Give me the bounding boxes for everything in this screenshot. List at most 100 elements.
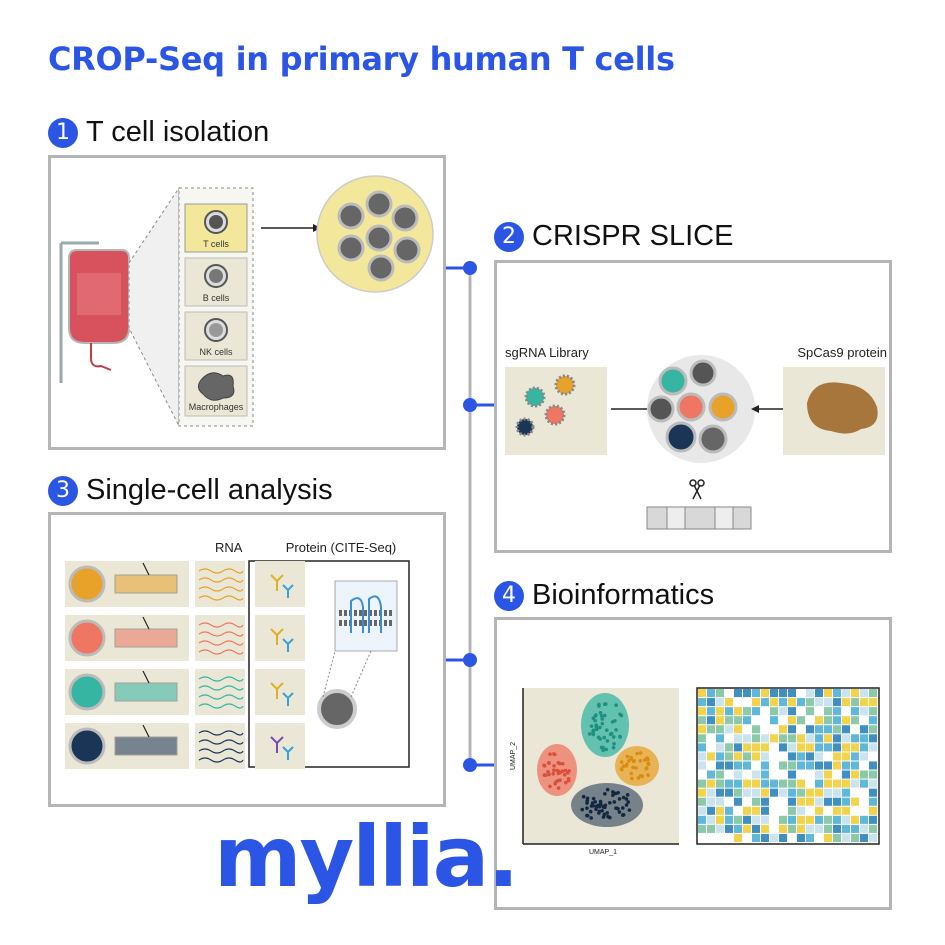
heatmap-cell (824, 815, 832, 824)
heatmap-cell (806, 725, 814, 734)
step-badge-1: 1 (48, 117, 78, 148)
heatmap-cell (752, 806, 760, 815)
heatmap-cell (869, 770, 877, 779)
heatmap-cell (797, 770, 805, 779)
umap-point (600, 721, 605, 726)
heatmap-cell (788, 716, 796, 725)
section-label-4: Bioinformatics (532, 579, 715, 611)
heatmap-cell (698, 806, 706, 815)
heatmap-cell (752, 725, 760, 734)
rna-wave (198, 730, 244, 736)
scissors-icon (142, 562, 150, 576)
umap-point (634, 766, 638, 770)
heatmap-cell (743, 698, 751, 707)
umap-point (621, 795, 626, 800)
heatmap-cell (743, 734, 751, 743)
heatmap-cell (707, 797, 715, 806)
umap-point (624, 797, 629, 801)
heatmap-cell (743, 725, 751, 734)
umap-point (546, 769, 550, 774)
heatmap-cell (707, 770, 715, 779)
timeline-dot-1 (463, 261, 477, 275)
heatmap-cell (824, 752, 832, 761)
umap-point (598, 711, 603, 715)
heatmap-cell (797, 833, 805, 842)
heatmap-cell (752, 779, 760, 788)
cell-icon (68, 565, 106, 603)
heatmap-cell (716, 824, 724, 833)
heatmap-cell (797, 788, 805, 797)
umap-point (608, 732, 613, 737)
umap-point (547, 772, 551, 777)
umap-point (602, 713, 607, 718)
heatmap-cell (734, 797, 742, 806)
heatmap-cell (761, 689, 769, 698)
heatmap-cell (770, 761, 778, 770)
antibody-icon (282, 746, 294, 760)
heatmap-cell (869, 797, 877, 806)
umap-point (611, 745, 616, 750)
heatmap-cell (824, 698, 832, 707)
antibody-icon (270, 628, 284, 645)
umap-point (631, 765, 635, 770)
umap-point (611, 790, 615, 794)
heatmap-cell (716, 770, 724, 779)
heatmap-cell (779, 743, 787, 752)
heatmap-cell (698, 734, 706, 743)
heatmap-cell (842, 815, 850, 824)
heatmap-cell (869, 734, 877, 743)
umap-point (602, 812, 607, 817)
heatmap-cell (788, 698, 796, 707)
heatmap-cell (788, 833, 796, 842)
heatmap-cell (860, 743, 868, 752)
heatmap-cell (824, 779, 832, 788)
umap-point (646, 761, 650, 766)
heatmap-cell (842, 779, 850, 788)
heatmap-cell (779, 761, 787, 770)
heatmap-cell (779, 815, 787, 824)
heatmap-cell (851, 725, 859, 734)
antibody-icon (270, 574, 284, 591)
umap-point (602, 735, 607, 740)
heatmap-cell (707, 788, 715, 797)
panel-isolation: T cells B cells NK cells Macrophages (48, 155, 446, 450)
heatmap-cell (743, 716, 751, 725)
heatmap-cell (824, 806, 832, 815)
heatmap-cell (725, 797, 733, 806)
heatmap-cell (761, 707, 769, 716)
heatmap-cell (806, 797, 814, 806)
dna-strand-icon (646, 506, 752, 530)
heatmap-cell (770, 788, 778, 797)
antibody-icon (282, 638, 294, 652)
heatmap-cell (806, 698, 814, 707)
heatmap-cell (788, 788, 796, 797)
cell-type-label: Macrophages (189, 402, 244, 412)
heatmap-cell (698, 779, 706, 788)
antibody-icon (270, 682, 284, 699)
section-heading-3: 3 Single-cell analysis (48, 474, 333, 507)
heatmap-cell (842, 770, 850, 779)
heatmap-cell (743, 707, 751, 716)
umap-point (642, 758, 647, 762)
heatmap-cell (779, 797, 787, 806)
heatmap-cell (743, 770, 751, 779)
heatmap-cell (806, 779, 814, 788)
umap-point (621, 813, 625, 817)
arrow-icon (751, 405, 759, 413)
heatmap-cell (725, 752, 733, 761)
umap-point (605, 787, 610, 792)
umap-point (563, 768, 568, 773)
heatmap-cell (752, 689, 760, 698)
rna-wave (198, 757, 244, 763)
heatmap-cell (797, 698, 805, 707)
umap-point (601, 745, 605, 750)
heatmap-cell (815, 707, 823, 716)
macrophage-icon (197, 372, 235, 401)
umap-point (613, 791, 618, 796)
umap-point (602, 702, 607, 706)
rna-wave (198, 568, 244, 574)
umap-point (558, 778, 562, 782)
umap-point (551, 771, 556, 776)
rna-wave (198, 739, 244, 745)
heatmap-cell (698, 743, 706, 752)
